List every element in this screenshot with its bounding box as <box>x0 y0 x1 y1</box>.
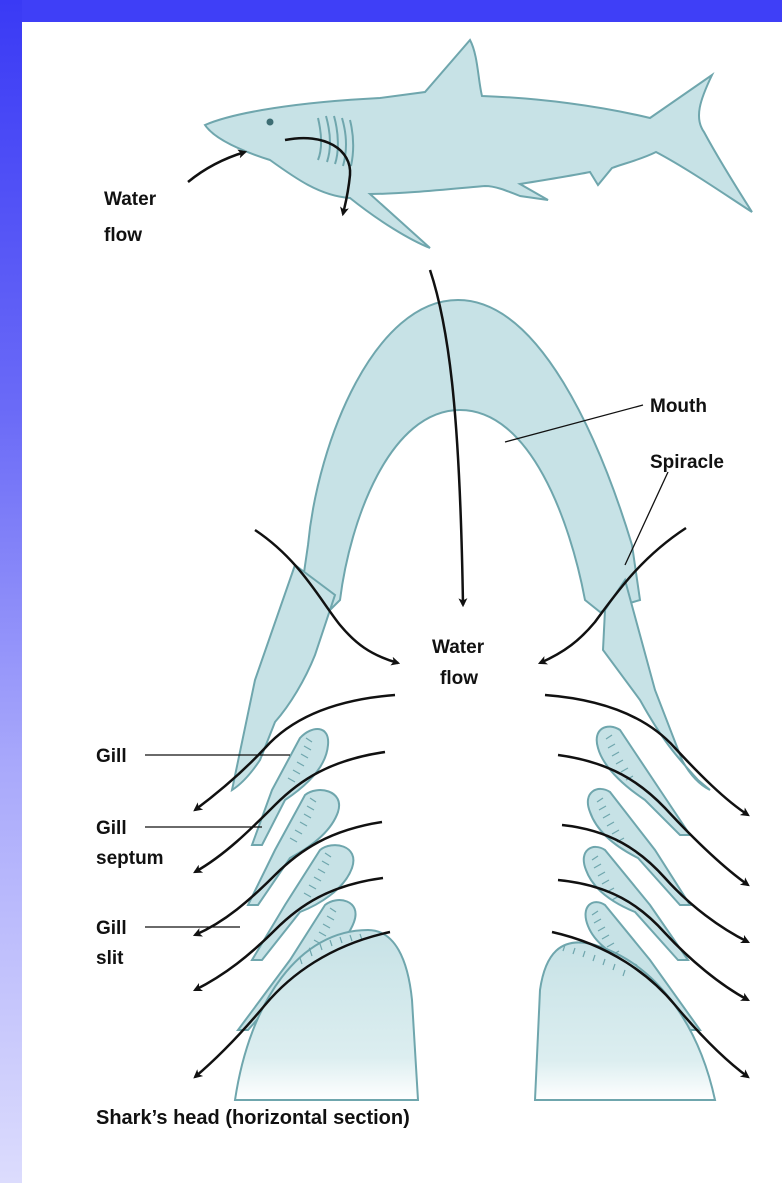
water-flow-center-label-line2: flow <box>440 668 478 689</box>
diagram-caption: Shark’s head (horizontal section) <box>96 1107 410 1129</box>
gill-septum-label-line2: septum <box>96 848 164 869</box>
water-flow-top-label-line2: flow <box>104 225 142 246</box>
shark-water-in-arrow <box>188 152 245 182</box>
gill-slit-label-line1: Gill <box>96 918 127 939</box>
jaw-arch <box>300 300 640 615</box>
gill-slit-label-line2: slit <box>96 948 124 969</box>
shark-body <box>205 40 752 248</box>
left-frame-bar <box>0 0 22 1183</box>
shark-eye <box>267 119 274 126</box>
head-section <box>232 300 715 1100</box>
gill-label: Gill <box>96 746 127 767</box>
water-flow-center-label-line1: Water <box>432 637 485 658</box>
spiracle-leader <box>625 472 668 565</box>
gill-septum-label-line1: Gill <box>96 818 127 839</box>
top-frame-bar <box>0 0 782 22</box>
shark-silhouette <box>188 40 752 248</box>
mouth-label: Mouth <box>650 396 707 417</box>
water-flow-top-label-line1: Water <box>104 189 157 210</box>
diagram-canvas: Water flow <box>22 22 782 1183</box>
spiracle-label: Spiracle <box>650 452 724 473</box>
shark-gill-diagram: Water flow <box>22 22 782 1183</box>
